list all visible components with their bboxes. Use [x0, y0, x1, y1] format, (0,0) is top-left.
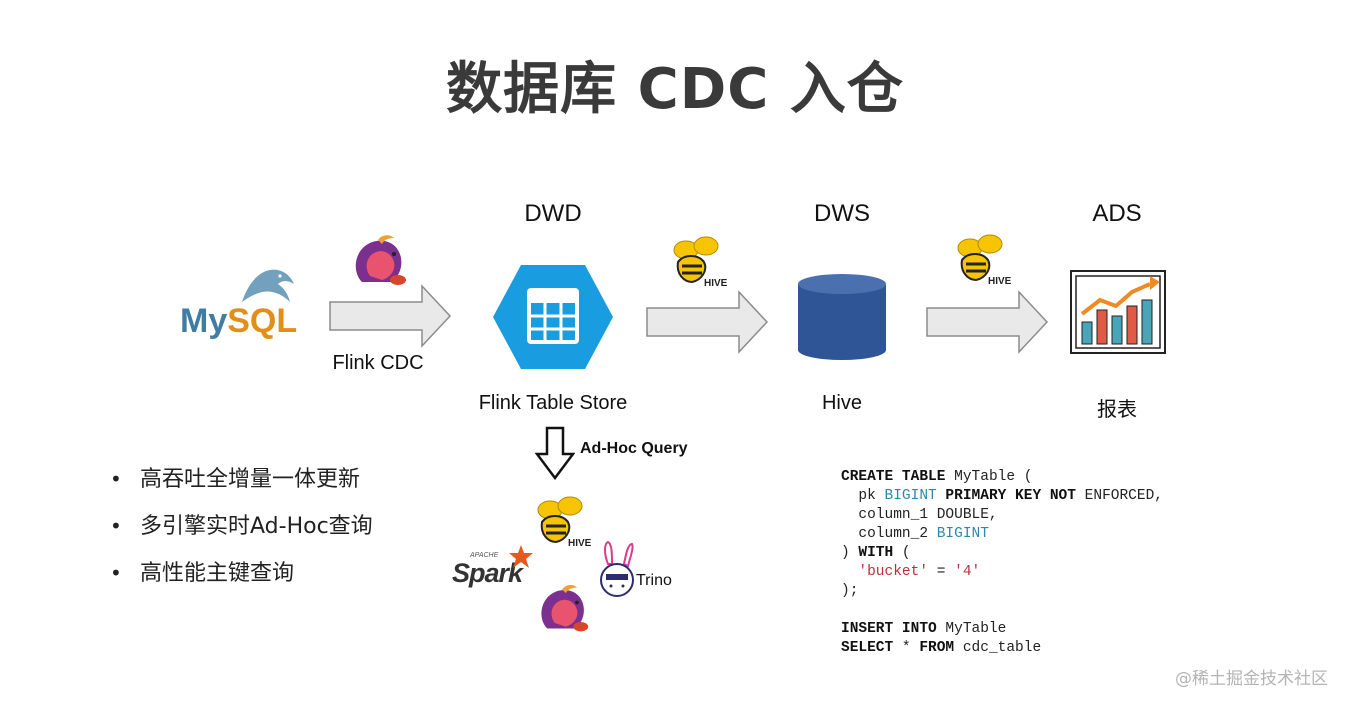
table-store-icon [493, 265, 613, 369]
watermark-label: @稀土掘金技术社区 [1175, 669, 1328, 689]
mysql-logo-sql: SQL [227, 302, 298, 340]
flink-cdc-caption: Flink CDC [332, 352, 424, 374]
trino-bunny-icon [600, 540, 634, 597]
stage-dws-label: DWS [814, 200, 870, 227]
hive-bee-icon: HIVE [537, 496, 592, 549]
trino-label: Trino [636, 572, 672, 589]
sql-code-block: CREATE TABLE MyTable ( pk BIGINT PRIMARY… [841, 469, 1163, 656]
down-arrow-icon [535, 426, 575, 480]
page-title: 数据库 CDC 入仓 [446, 57, 904, 122]
hive-storage-icon [798, 274, 886, 360]
report-caption: 报表 [1097, 399, 1137, 421]
adhoc-query-label: Ad-Hoc Query [580, 440, 688, 457]
hive-logo-text: HIVE [988, 276, 1012, 287]
mysql-logo-my: My [180, 302, 228, 340]
arrow-flink-cdc [329, 284, 452, 348]
spark-logo: Spark [452, 558, 523, 588]
hive-logo-text: HIVE [704, 278, 728, 289]
feature-item: 高吞吐全增量一体更新 [110, 462, 373, 509]
mysql-dolphin-icon [242, 269, 294, 302]
table-store-caption: Flink Table Store [478, 392, 628, 414]
stage-dwd-label: DWD [524, 200, 582, 227]
hive-engine-logo-text: HIVE [568, 538, 592, 549]
feature-item: 高性能主键查询 [110, 556, 373, 603]
hive-caption: Hive [821, 392, 862, 414]
mysql-logo: MySQL [180, 302, 297, 341]
feature-list: 高吞吐全增量一体更新 多引擎实时Ad-Hoc查询 高性能主键查询 [110, 462, 373, 603]
report-chart-icon [1070, 270, 1166, 354]
feature-item: 多引擎实时Ad-Hoc查询 [110, 509, 373, 556]
stage-ads-label: ADS [1092, 200, 1142, 227]
arrow-dwd-to-dws [646, 290, 769, 354]
hive-bee-icon: HIVE [957, 234, 1012, 287]
flink-squirrel-icon [355, 235, 406, 285]
arrow-dws-to-ads [926, 290, 1049, 354]
spark-star-icon [509, 545, 533, 568]
hive-bee-icon: HIVE [673, 236, 728, 289]
spark-vendor-label: APACHE [470, 552, 499, 559]
flink-squirrel-icon [541, 584, 589, 632]
